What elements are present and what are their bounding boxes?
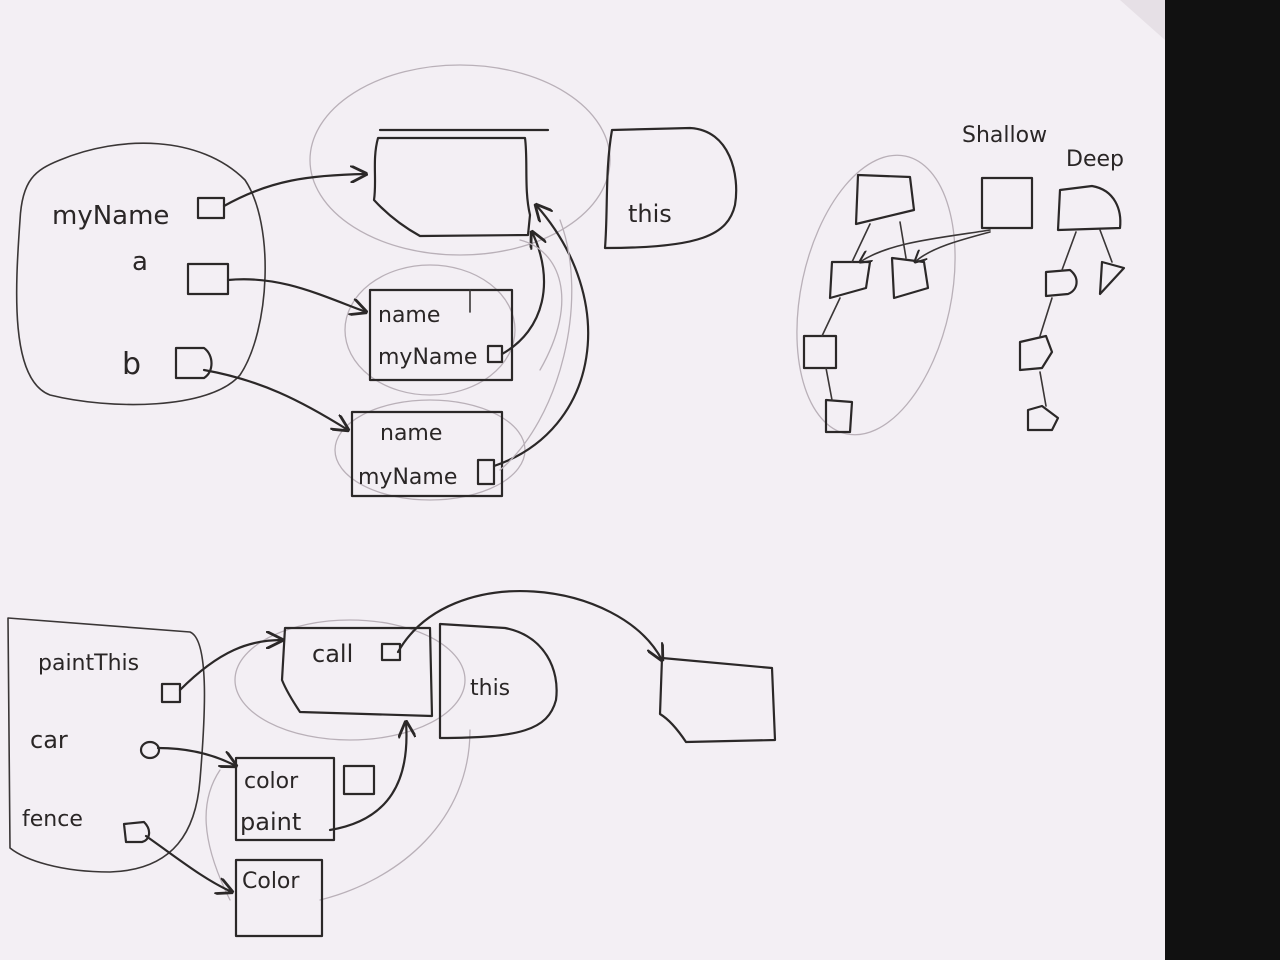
var-label-a: a (132, 247, 148, 277)
arrow-call-to-target (396, 590, 662, 660)
deep-leaf-node (1018, 334, 1054, 372)
shallow-leaf-node (824, 398, 854, 434)
var-label-fence: fence (22, 807, 83, 832)
var-label-myname: myName (52, 201, 169, 231)
top-diagram: myName a b this name myName name myName (15, 64, 738, 501)
arrow-paintthis-to-method (178, 640, 282, 692)
this-shape-top (603, 126, 738, 250)
deep-label: Deep (1066, 147, 1124, 172)
tree-edge (1039, 371, 1047, 407)
call-target-box (658, 656, 777, 744)
var-label-paintthis: paintThis (38, 651, 139, 676)
pointer-box-b (174, 346, 213, 380)
string-box (372, 136, 532, 238)
tree-edge (1039, 297, 1053, 337)
this-shape-bottom (438, 622, 558, 740)
arrow-myname-to-string (222, 174, 366, 208)
arrow-b-to-object (202, 368, 348, 430)
shallow-leaf-node (802, 334, 838, 370)
method-field-call: call (312, 640, 353, 668)
arrow-paint-to-method (328, 722, 406, 832)
fence-field-color: Color (242, 869, 300, 894)
paper-sheet (0, 0, 1165, 960)
deep-child-node (1098, 260, 1126, 296)
arrow-fence-to-object (144, 834, 232, 892)
pencil-trace (319, 729, 471, 901)
arrow-a-to-object (226, 278, 366, 312)
paper-corner (1120, 0, 1165, 40)
pencil-halo (309, 64, 611, 256)
bottom-diagram: paintThis car fence call this color pain… (7, 590, 777, 938)
scope-frame-top (15, 142, 266, 406)
object-a-field-myname: myName (378, 345, 477, 370)
dark-edge (1165, 0, 1280, 960)
this-label-top: this (628, 200, 672, 228)
shallow-root-node (854, 173, 916, 226)
arrow-object-b-to-string (492, 205, 590, 468)
shallow-deep-diagram: Shallow Deep (796, 123, 1126, 436)
call-pointer-box (380, 642, 402, 662)
pencil-trace (499, 219, 573, 471)
shallow-copy-pointer (860, 229, 991, 262)
tree-edge (821, 297, 841, 337)
shallow-copy-pointer (915, 231, 991, 262)
method-box (280, 626, 434, 718)
pointer-box-fence (122, 820, 151, 844)
var-label-car: car (30, 726, 68, 754)
fence-object-box (234, 858, 324, 938)
car-field-color: color (244, 769, 299, 794)
deep-leaf-node (1026, 404, 1060, 432)
object-a-field-name: name (378, 303, 440, 328)
pencil-halo (334, 399, 526, 501)
pencil-halo (796, 154, 956, 436)
deep-root-node (1056, 184, 1122, 232)
scope-frame-bottom (7, 617, 206, 873)
car-color-box (342, 764, 376, 796)
tree-edge (899, 221, 907, 259)
pointer-box-car (139, 740, 161, 760)
object-b-field-name: name (380, 421, 442, 446)
shallow-copy-box (980, 176, 1034, 230)
object-b-field-myname: myName (358, 465, 457, 490)
object-a-box (368, 288, 514, 382)
var-label-b: b (122, 347, 141, 382)
car-object-box (234, 756, 336, 842)
deep-child-node (1044, 268, 1078, 298)
object-b-pointer-box (476, 458, 496, 486)
pointer-box-paintthis (160, 682, 182, 704)
pencil-halo (234, 619, 466, 741)
pencil-trace (519, 239, 563, 371)
tree-edge (1099, 229, 1113, 263)
object-b-box (350, 410, 504, 498)
this-label-bottom: this (470, 676, 510, 701)
tree-edge (825, 367, 833, 401)
arrow-car-to-object (156, 746, 236, 766)
tree-edge (851, 223, 871, 263)
pointer-box-myname (196, 196, 226, 220)
pencil-halo (344, 264, 516, 396)
car-field-paint: paint (240, 808, 301, 836)
tree-edge (1061, 231, 1077, 271)
shallow-label: Shallow (962, 123, 1047, 148)
